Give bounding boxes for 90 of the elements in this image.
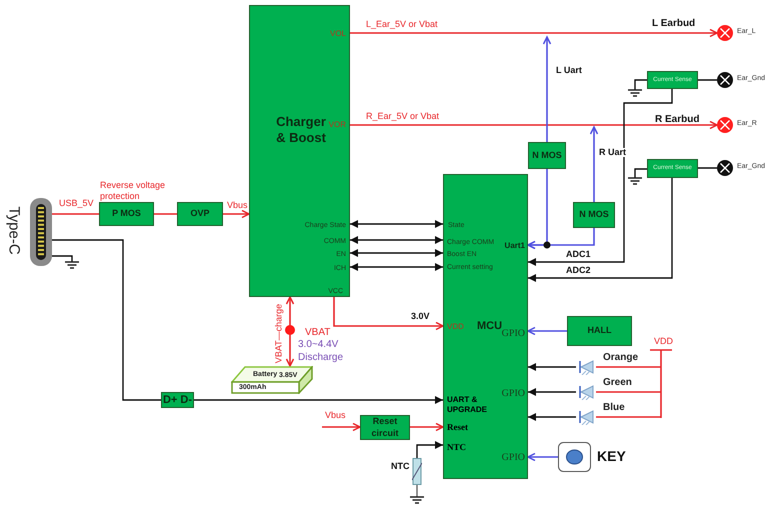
pin-label: VOL: [330, 30, 346, 38]
wire: [596, 391, 661, 393]
arrow: [350, 120, 718, 130]
contact-pad-icon: [717, 25, 733, 41]
ovp-block: [177, 202, 223, 226]
block-label: D+ D-: [162, 394, 192, 406]
arrow: [350, 28, 718, 38]
current-sense-block: [647, 71, 698, 89]
contact-pad-icon: [717, 117, 733, 133]
key-label: KEY: [597, 449, 626, 463]
pin-label: Uart1: [504, 242, 525, 250]
arrow: [350, 236, 443, 244]
arrow: [350, 220, 443, 228]
arrow: [527, 452, 558, 462]
thermistor-symbol: [412, 458, 422, 485]
hall-sensor-block: [567, 316, 632, 346]
mcu-block: [443, 174, 528, 479]
arrow: [527, 228, 595, 250]
pin-label: GPIO: [502, 329, 525, 339]
contact-pad-icon: [717, 160, 733, 176]
wire: [698, 79, 717, 81]
pin-label: NTC: [447, 443, 466, 452]
usb-c-port-drawing: [30, 198, 52, 266]
arrow: [542, 36, 552, 142]
output-label: R Earbud: [655, 113, 700, 127]
charger-boost-block: [249, 5, 350, 297]
block-label: Reset circuit: [370, 416, 400, 439]
wire: [596, 416, 661, 418]
wire: [52, 239, 161, 401]
mosfet-block: [528, 142, 566, 169]
arrow: [350, 263, 443, 271]
arrow: [528, 178, 673, 282]
arrow: [286, 296, 294, 367]
net-label: VDD: [654, 337, 674, 346]
annotation: Reverse voltage protection: [100, 180, 166, 202]
arrow: [527, 326, 567, 336]
push-button-icon: [558, 442, 591, 472]
arrow: [350, 249, 443, 257]
edge-label: R_Ear_5V or Vbat: [365, 112, 440, 121]
pin-label: Reset: [447, 423, 468, 432]
edge-label: L_Ear_5V or Vbat: [365, 20, 439, 29]
arrow: [528, 413, 576, 421]
pin-label: UART & UPGRADE: [447, 395, 488, 415]
arrow: [410, 422, 444, 432]
pin-label: GPIO: [502, 389, 525, 399]
arrow: [528, 363, 576, 371]
led-color-label: Orange: [603, 353, 638, 363]
pin-label: GPIO: [502, 453, 525, 463]
edge-label: L Uart: [555, 66, 583, 75]
component-label: NTC: [391, 462, 410, 471]
arrow: [590, 126, 598, 202]
edge-label: ADC1: [565, 250, 592, 259]
edge-label: ADC2: [565, 266, 592, 275]
reset-circuit-block: [360, 415, 410, 440]
arrow: [333, 297, 444, 330]
block-label: OVP: [190, 208, 210, 220]
wire: [154, 213, 177, 215]
edge-label: Vbus: [226, 201, 249, 210]
block-label: N MOS: [579, 209, 609, 221]
current-sense-block: [647, 159, 698, 178]
wire: [596, 366, 661, 368]
net-label: VBAT: [305, 326, 330, 340]
arrow: [416, 441, 443, 458]
led-color-label: Green: [603, 378, 632, 388]
block-label: P MOS: [112, 208, 141, 220]
edge-label: VBAT—charge: [274, 302, 284, 364]
voltage-note: 3.0~4.4V Discharge: [298, 339, 344, 364]
connector-label: Type-C: [6, 205, 22, 256]
edge-label: 3.0V: [410, 312, 431, 321]
arrow: [194, 396, 443, 404]
edge-label: R Uart: [598, 148, 628, 157]
arrow: [528, 388, 576, 396]
edge-label: Vbus: [324, 411, 347, 420]
arrow: [528, 89, 673, 266]
led-color-label: Blue: [603, 403, 625, 413]
wire: [52, 213, 99, 215]
block-label: HALL: [588, 325, 612, 337]
block-label: N MOS: [532, 150, 562, 162]
arrow: [322, 422, 361, 432]
pin-label: VOR: [328, 121, 346, 129]
power-rail: [650, 349, 672, 419]
contact-pad-icon: [717, 72, 733, 88]
block-title: MCU: [477, 321, 502, 332]
mosfet-block: [573, 202, 615, 228]
edge-label: USB_5V: [58, 199, 95, 208]
output-label: L Earbud: [652, 17, 696, 31]
pin-label: VDD: [447, 323, 464, 331]
wire: [698, 167, 717, 169]
arrow: [223, 210, 250, 218]
mosfet-block: [99, 202, 154, 226]
